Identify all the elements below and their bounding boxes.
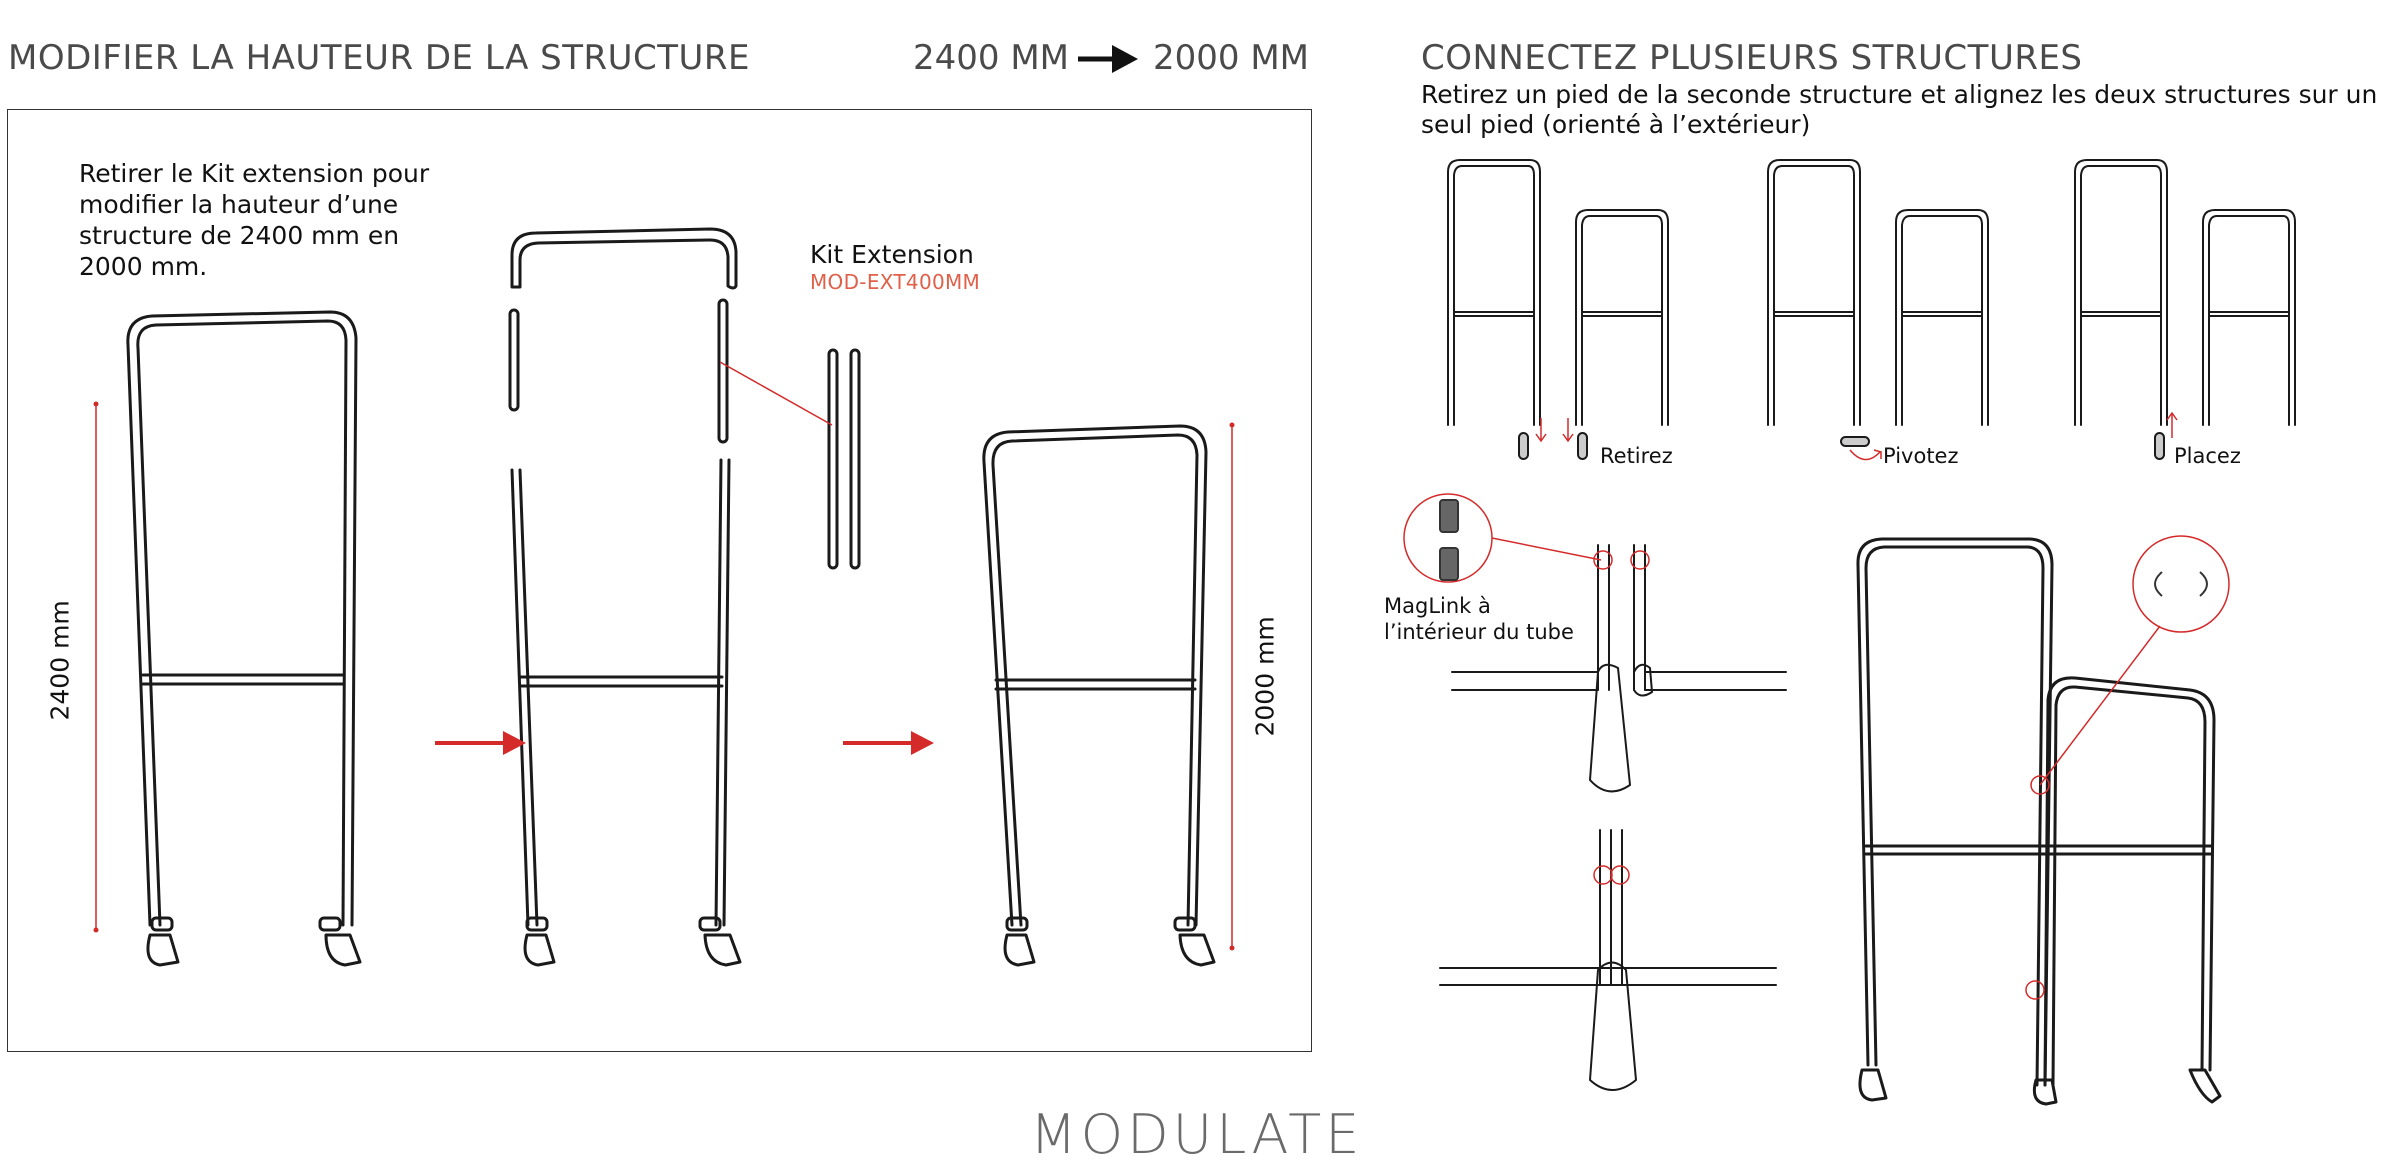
brand-logo: MODULATE (1030, 1103, 1364, 1166)
kit-code: MOD-EXT400MM (810, 270, 981, 294)
extension-tubes-illustration (827, 348, 861, 570)
connect-subtitle: Retirez un pied de la seconde structure … (1421, 80, 2377, 140)
step-label-placez: Placez (2174, 444, 2241, 468)
instruction-line: Retirer le Kit extension pour (79, 159, 430, 188)
height-from-label: 2400 MM (913, 38, 1070, 78)
instruction-line: 2000 mm. (79, 252, 208, 281)
connect-diagram (1403, 159, 2296, 1106)
height-panel (7, 109, 1312, 1052)
step-label-retirez: Retirez (1600, 444, 1673, 468)
maglink-line: MagLink à (1384, 594, 1491, 618)
red-arrow-icon (843, 731, 934, 755)
maglink-line: l’intérieur du tube (1384, 620, 1574, 644)
frame-2400-illustration (126, 310, 362, 967)
subtitle-line: Retirez un pied de la seconde structure … (1421, 80, 2378, 109)
maglink-detail-top (1451, 544, 1787, 793)
instruction-text: Retirer le Kit extension pour modifier l… (79, 158, 459, 282)
section-title-connect: CONNECTEZ PLUSIEURS STRUCTURES (1421, 38, 2083, 78)
magnet-icon (1439, 499, 2208, 597)
height-diagram (93, 227, 1235, 967)
red-arrow-icon (435, 731, 526, 755)
instruction-line: structure de 2400 mm en (79, 221, 400, 250)
subtitle-line: seul pied (orienté à l’extérieur) (1421, 110, 1811, 139)
frame-exploded-illustration (508, 227, 742, 967)
maglink-detail-bottom (1439, 829, 1777, 1091)
step-retirez-illustration (1447, 159, 1669, 460)
frame-2000-illustration (982, 424, 1216, 967)
step-placez-illustration (2074, 159, 2296, 460)
height-to-label: 2000 MM (1153, 38, 1310, 78)
kit-extension-label: Kit Extension (810, 240, 974, 269)
step-label-pivotez: Pivotez (1883, 444, 1959, 468)
section-title-height: MODIFIER LA HAUTEUR DE LA STRUCTURE (8, 38, 750, 78)
maglink-caption: MagLink à l’intérieur du tube (1384, 593, 1574, 645)
instruction-line: modifier la hauteur d’une (79, 190, 399, 219)
step-pivotez-illustration (1767, 159, 1989, 447)
connected-frames-illustration (1856, 537, 2222, 1106)
